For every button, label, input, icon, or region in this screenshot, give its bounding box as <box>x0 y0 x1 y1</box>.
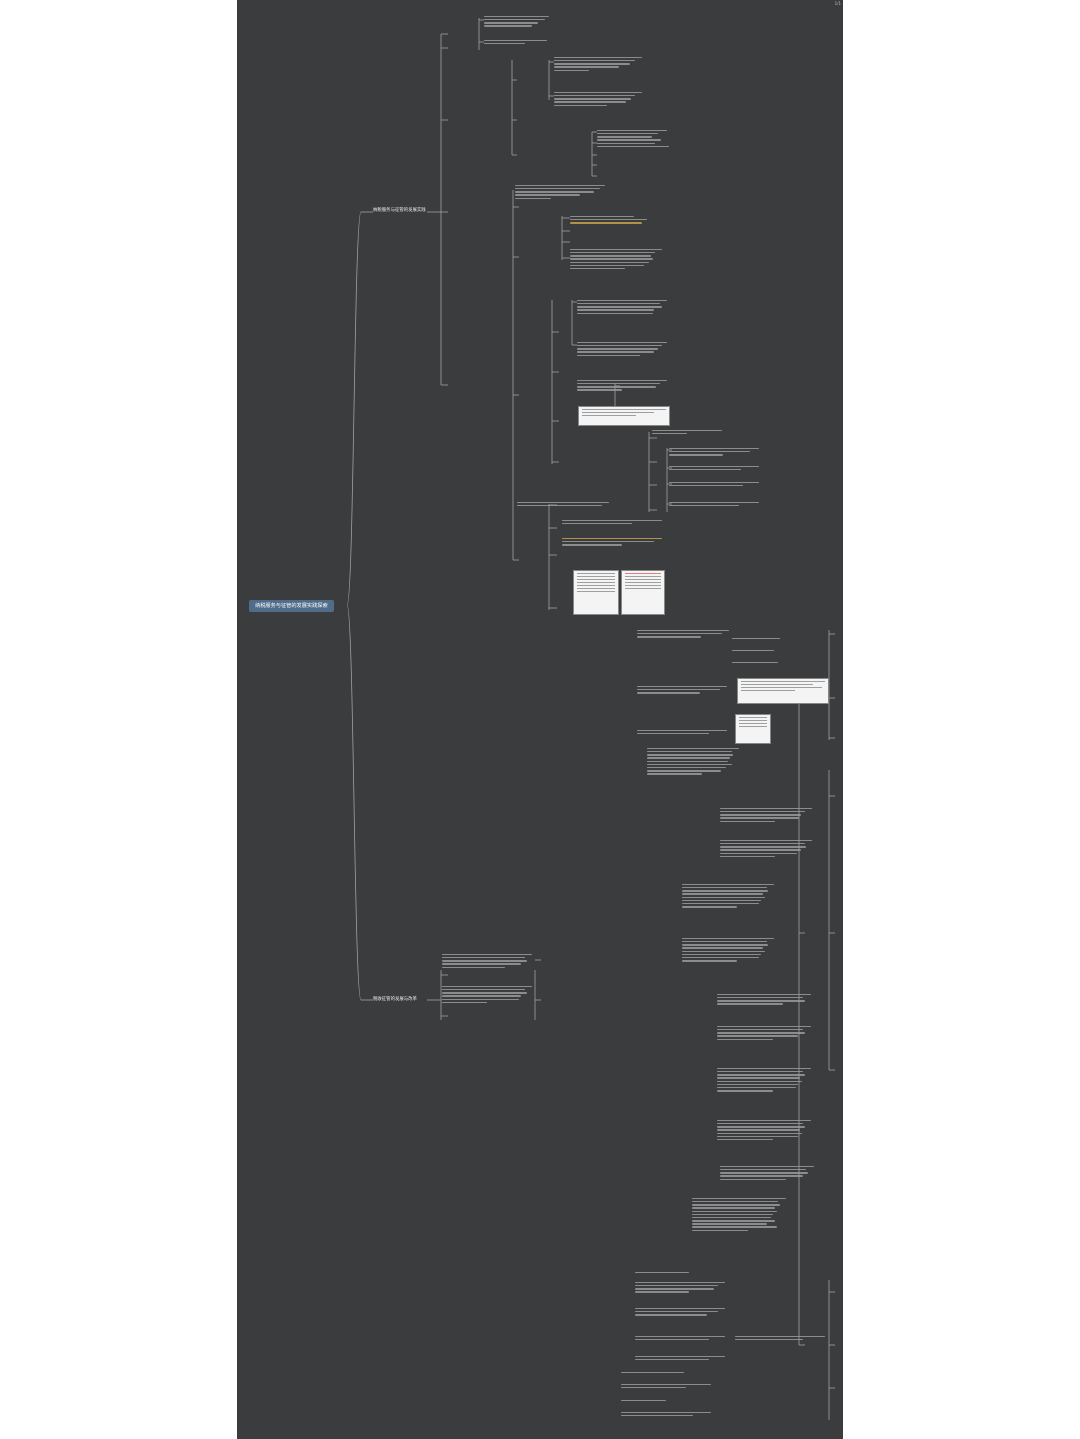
branch-node-2[interactable]: 税收征管的发展与改革 <box>373 997 417 1002</box>
text-block <box>669 464 759 472</box>
text-block <box>669 446 759 457</box>
branch-node-1[interactable]: 纳税服务与征管的发展实践 <box>373 208 426 213</box>
embedded-image <box>621 570 665 615</box>
page-indicator: 1/1 <box>834 1 841 6</box>
text-block <box>577 298 667 316</box>
text-block <box>484 14 552 29</box>
text-block <box>635 1306 725 1317</box>
text-block <box>570 247 662 271</box>
mindmap-canvas: 1/1 纳税服务与征管的发展实践探索 纳税服务与征管的发展实践 税收征管的发展与… <box>237 0 843 1439</box>
text-block <box>652 428 722 436</box>
text-block <box>682 936 774 963</box>
text-block <box>577 378 667 393</box>
text-block <box>717 992 811 1007</box>
text-block <box>732 660 792 665</box>
text-block <box>692 1196 786 1233</box>
text-block <box>554 55 642 73</box>
text-block <box>442 984 532 1005</box>
text-block <box>637 728 727 736</box>
text-block <box>554 90 642 108</box>
text-block <box>669 480 759 488</box>
text-block <box>732 648 792 653</box>
text-block <box>717 1066 811 1093</box>
mindmap-edges <box>346 18 835 1420</box>
embedded-image <box>573 570 619 615</box>
text-block <box>717 1118 811 1142</box>
text-block <box>635 1334 725 1342</box>
text-block <box>442 952 532 970</box>
text-block <box>717 1024 811 1042</box>
text-block <box>732 636 792 641</box>
text-block <box>635 1354 725 1362</box>
text-block <box>484 38 552 46</box>
text-block <box>735 1334 825 1342</box>
text-block <box>682 882 774 909</box>
embedded-image <box>578 406 670 426</box>
text-block <box>637 684 727 695</box>
edge <box>346 604 362 1001</box>
text-block <box>517 500 609 508</box>
text-block <box>720 838 812 859</box>
text-block <box>669 500 759 508</box>
text-block <box>621 1382 711 1390</box>
text-block <box>621 1398 711 1403</box>
text-block <box>621 1370 711 1375</box>
edge <box>346 211 362 606</box>
embedded-image <box>737 678 829 704</box>
text-block <box>647 746 739 776</box>
embedded-image <box>735 714 771 744</box>
root-node[interactable]: 纳税服务与征管的发展实践探索 <box>249 600 334 612</box>
text-block <box>570 214 662 225</box>
text-block <box>635 1280 725 1295</box>
text-block <box>562 518 662 526</box>
text-block <box>720 1164 814 1182</box>
text-block <box>635 1270 725 1275</box>
text-block <box>621 1410 711 1418</box>
text-block <box>562 536 662 547</box>
text-block <box>577 340 667 358</box>
text-block <box>637 628 729 639</box>
text-block <box>515 183 605 201</box>
text-block <box>597 128 675 149</box>
text-block <box>720 806 812 824</box>
